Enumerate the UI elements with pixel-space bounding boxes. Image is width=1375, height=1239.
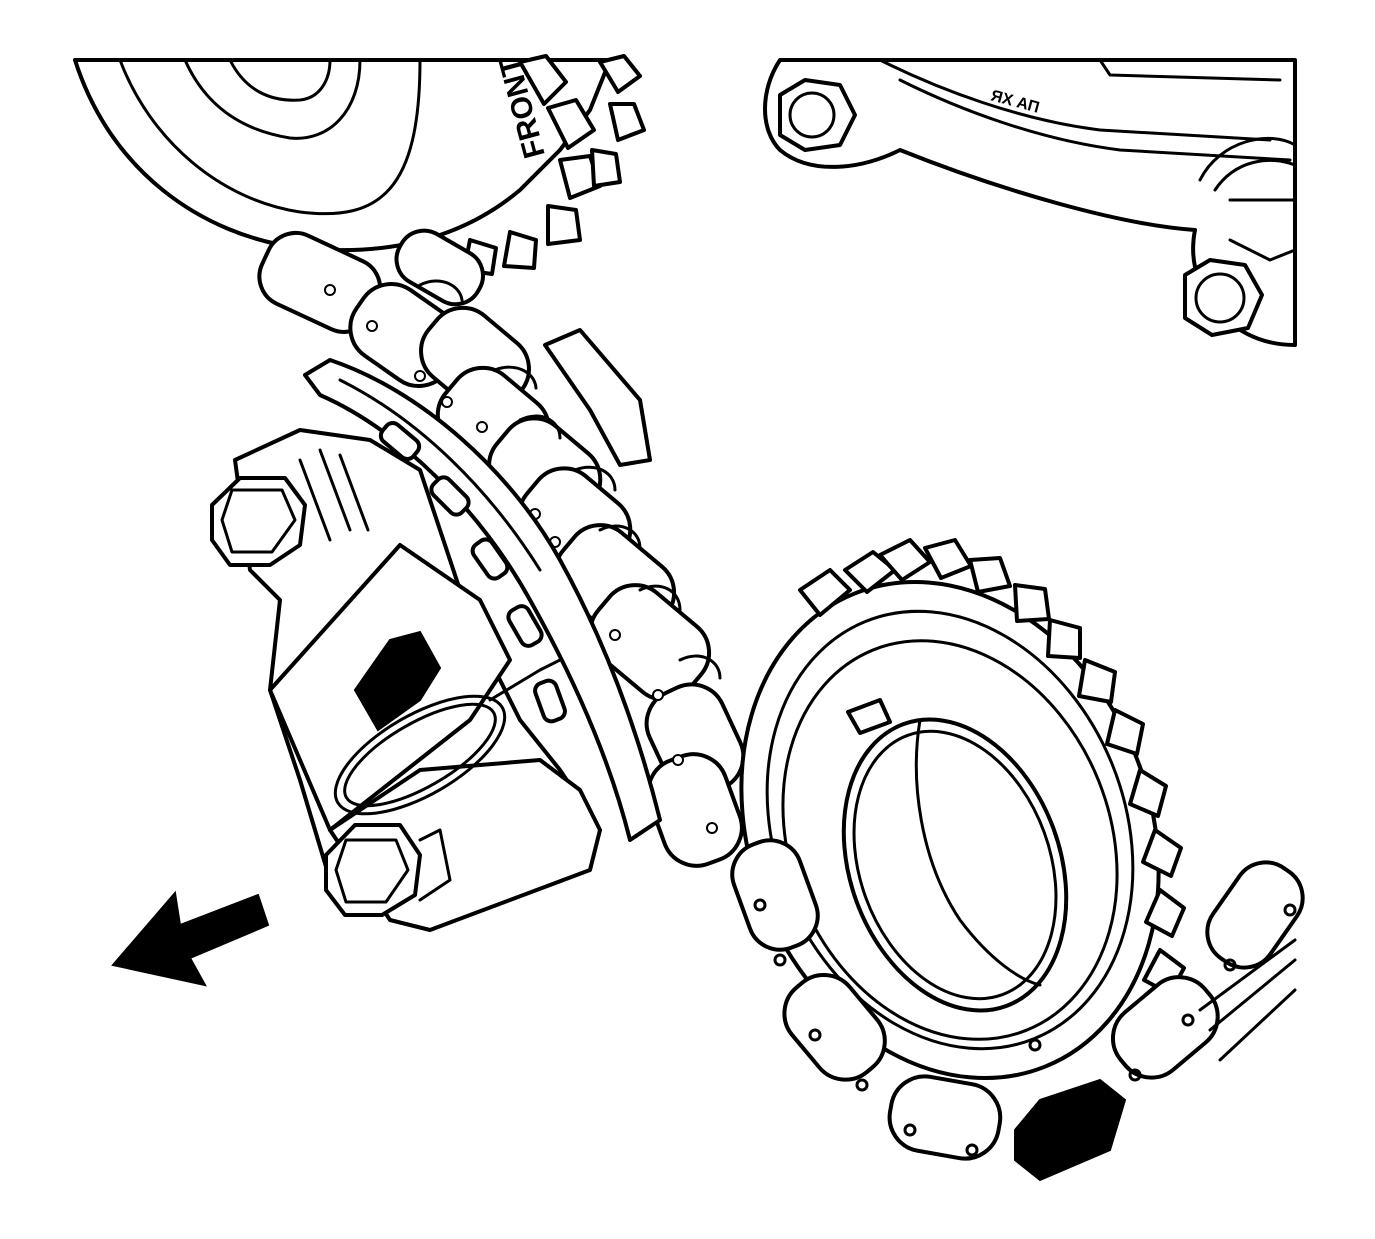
upper-intake-camshaft-sprocket: FRONT	[73, 53, 646, 276]
tensioner-retaining-wire	[333, 658, 562, 816]
tensioner-bolt-lower	[324, 823, 452, 917]
direction-arrow	[111, 890, 270, 987]
lower-crankshaft-sprocket	[730, 538, 1305, 1182]
tensioner-shoe	[303, 328, 662, 842]
tensioner-bolt-upper	[210, 476, 307, 567]
upper-exhaust-camshaft-sprocket: ЯХ АП	[763, 58, 1297, 347]
